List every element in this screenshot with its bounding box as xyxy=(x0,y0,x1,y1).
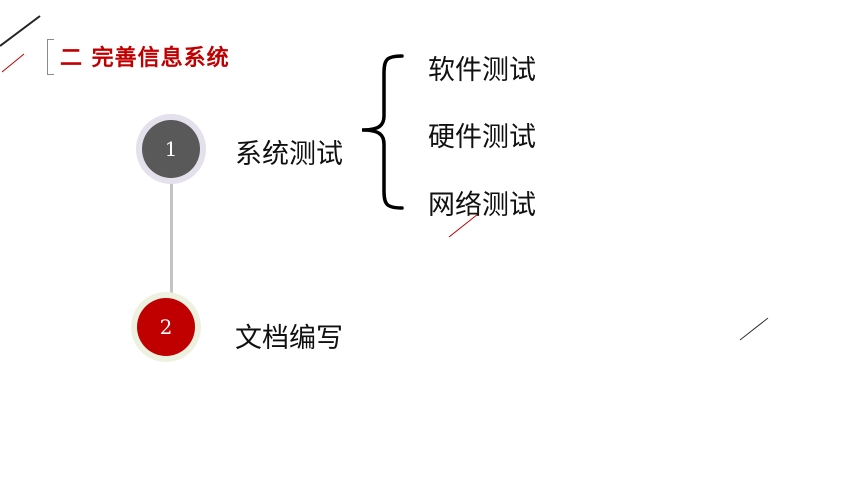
step-2-number: 2 xyxy=(137,298,195,356)
step-2-badge: 2 xyxy=(131,292,201,362)
step-1-number: 1 xyxy=(142,120,200,178)
step-2-label: 文档编写 xyxy=(235,323,343,354)
deco-line-black-small xyxy=(739,317,769,341)
deco-line-black xyxy=(0,15,41,47)
subitem-network-test: 网络测试 xyxy=(428,190,536,221)
deco-line-red xyxy=(1,53,25,73)
subitem-software-test: 软件测试 xyxy=(428,55,536,86)
step-1-badge: 1 xyxy=(136,114,206,184)
subitem-hardware-test: 硬件测试 xyxy=(428,122,536,153)
curly-brace xyxy=(361,54,404,210)
timeline-connector xyxy=(170,176,173,304)
step-1-label: 系统测试 xyxy=(235,139,343,170)
title-bracket xyxy=(47,39,54,75)
page-title: 二 完善信息系统 xyxy=(60,46,230,71)
deco-line-red-small xyxy=(448,213,479,238)
